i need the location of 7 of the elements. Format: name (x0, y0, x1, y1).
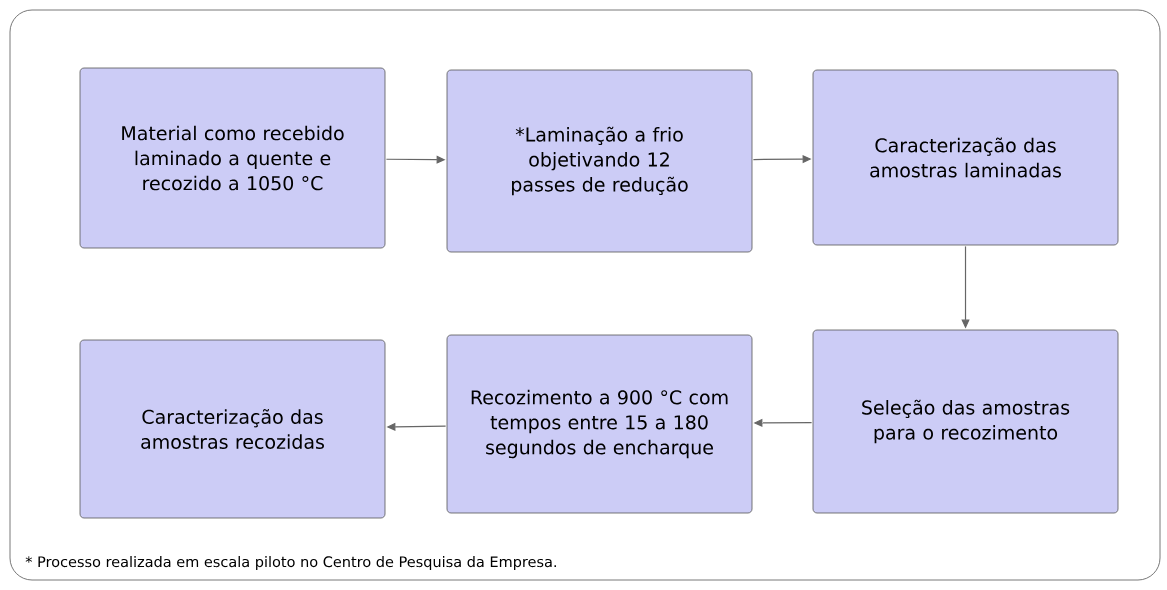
process-box: Caracterização das amostras recozidas (79, 339, 386, 519)
process-box: Seleção das amostras para o recozimento (812, 329, 1119, 514)
process-box: *Laminação a frio objetivando 12 passes de redução (446, 69, 753, 253)
footnote: * Processo realizada em escala piloto no Centro de Pesquisa da Empresa. (25, 556, 556, 570)
process-box: Material como recebido laminado a quente e recozido a 1050 °C (79, 67, 386, 249)
process-box: Recozimento a 900 °C com tempos entre 15 a 180 segundos de encharque (446, 334, 753, 514)
process-box: Caracterização das amostras laminadas (812, 69, 1119, 246)
